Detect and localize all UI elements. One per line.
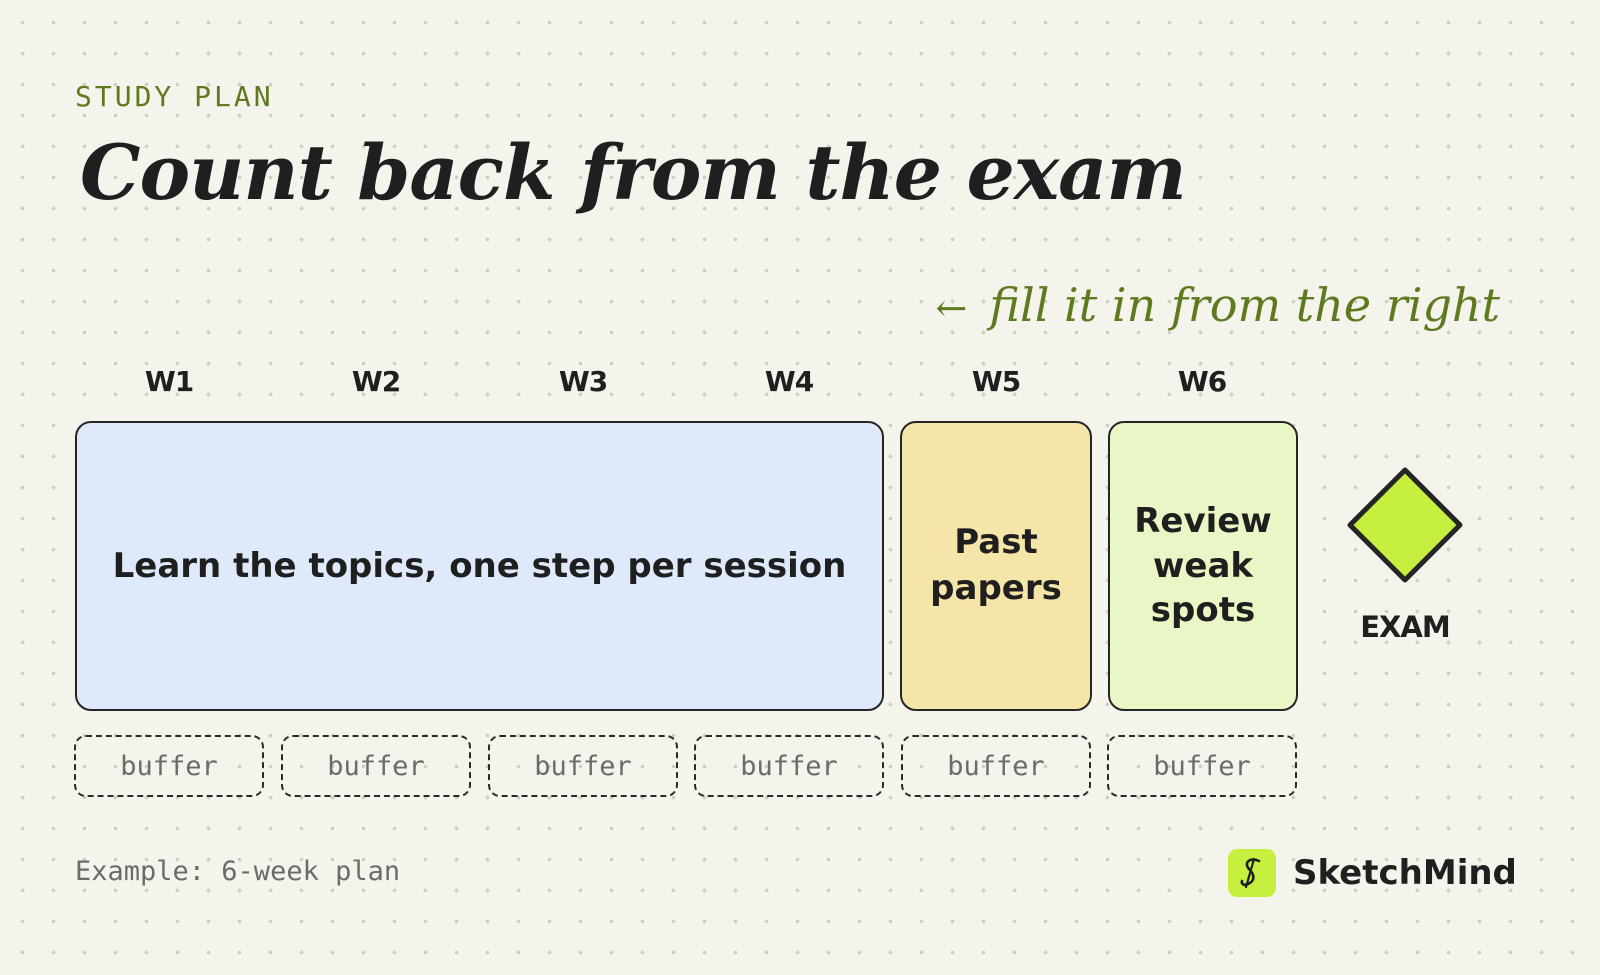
buffer-slot-w1: buffer	[74, 735, 264, 797]
learn-topics-text: Learn the topics, one step per session	[112, 546, 847, 586]
week-label-w1: W1	[144, 365, 194, 398]
past-papers-block: Past papers	[900, 421, 1092, 711]
brand-name: SketchMind	[1293, 853, 1517, 893]
week-label-w2: W2	[351, 365, 401, 398]
brand-logo-icon	[1228, 849, 1276, 897]
learn-topics-block: Learn the topics, one step per session	[75, 421, 884, 711]
buffer-slot-w5: buffer	[901, 735, 1091, 797]
review-weak-spots-block: Review weak spots	[1108, 421, 1298, 711]
exam-milestone-diamond	[1347, 467, 1463, 583]
eyebrow-label: STUDY PLAN	[75, 80, 274, 113]
past-papers-text: Past papers	[930, 522, 1062, 608]
hint-annotation: ← fill it in from the right	[935, 278, 1500, 332]
review-weak-spots-text: Review weak spots	[1134, 500, 1272, 631]
exam-label: EXAM	[1360, 610, 1450, 644]
arrow-left-icon: ←	[935, 286, 968, 330]
week-label-w3: W3	[558, 365, 608, 398]
footer-note: Example: 6-week plan	[75, 856, 401, 887]
buffer-slot-w4: buffer	[694, 735, 884, 797]
week-label-w4: W4	[764, 365, 814, 398]
hint-text: fill it in from the right	[989, 278, 1500, 332]
week-label-w6: W6	[1177, 365, 1227, 398]
page-title: Count back from the exam	[80, 128, 1187, 217]
buffer-slot-w3: buffer	[488, 735, 678, 797]
buffer-slot-w2: buffer	[281, 735, 471, 797]
buffer-slot-w6: buffer	[1107, 735, 1297, 797]
week-label-w5: W5	[971, 365, 1021, 398]
